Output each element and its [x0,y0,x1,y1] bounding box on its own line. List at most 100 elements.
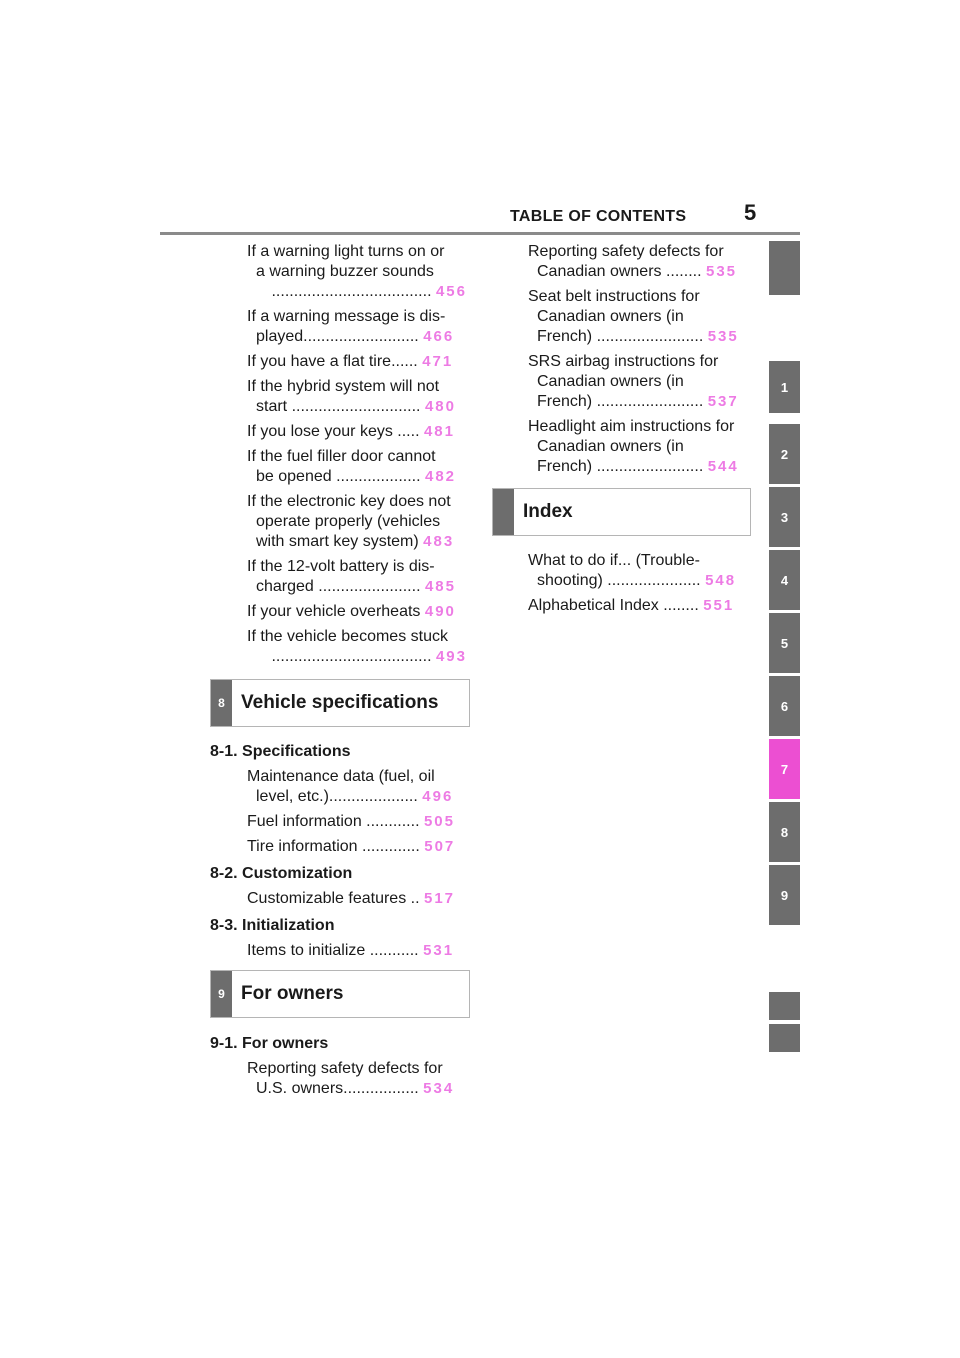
entry-text: French) ........................ [537,458,704,475]
entry-text: Canadian owners ........ [537,263,702,280]
entry-text: U.S. owners................. [256,1080,419,1097]
toc-entry[interactable]: If you have a flat tire...... 471 [247,352,467,372]
toc-entry[interactable]: Alphabetical Index ........ 551 [528,596,750,616]
section-number: 8 [211,680,232,726]
section-number: 9 [211,971,232,1017]
tab-blank-top[interactable] [769,241,800,295]
subsection-heading: 8-3. Initialization [210,917,335,934]
toc-entry[interactable]: Headlight aim instructions for Canadian … [528,417,750,477]
toc-entry[interactable]: If the 12-volt battery is dis- charged .… [247,557,467,597]
page-ref[interactable]: 490 [424,603,456,620]
entry-text: played.......................... [256,328,419,345]
section-title: Vehicle specifications [241,692,439,713]
header-rule [160,232,800,235]
toc-entry[interactable]: What to do if... (Trouble- shooting) ...… [528,551,750,591]
toc-entry[interactable]: Reporting safety defects for Canadian ow… [528,242,750,282]
entry-text: If a warning message is dis- [247,308,446,325]
entry-text: Canadian owners (in [537,373,684,390]
section-header-9: 9 For owners [210,970,470,1018]
toc-entry[interactable]: If the vehicle becomes stuck ...........… [247,627,467,667]
toc-entry[interactable]: If the fuel filler door cannot be opened… [247,447,467,487]
tab-6[interactable]: 6 [769,676,800,736]
section-8-list: 8-1. Specifications Maintenance data (fu… [210,742,468,961]
page-ref[interactable]: 483 [423,533,455,550]
toc-entry[interactable]: If a warning message is dis- played.....… [247,307,467,347]
page-ref[interactable]: 551 [703,597,735,614]
toc-entry[interactable]: If the electronic key does not operate p… [247,492,467,552]
page-ref[interactable]: 535 [705,263,738,280]
toc-entry[interactable]: If the hybrid system will not start ....… [247,377,467,417]
entry-text: If a warning light turns on or [247,243,445,260]
entry-text: If the hybrid system will not [247,378,440,395]
entry-text: If your vehicle overheats [247,603,421,620]
page-ref[interactable]: 471 [422,353,454,370]
tab-5[interactable]: 5 [769,613,800,673]
toc-entry[interactable]: Seat belt instructions for Canadian owne… [528,287,750,347]
chapter-tabs: 1 2 3 4 5 6 7 8 9 [769,0,800,1358]
page-ref[interactable]: 493 [435,648,467,665]
page-ref[interactable]: 456 [435,283,467,300]
entry-text: If the electronic key does not [247,493,451,510]
tab-4[interactable]: 4 [769,550,800,610]
page-ref[interactable]: 537 [707,393,739,410]
leader-dots: .................................... [271,648,432,665]
leader-dots: .................................... [271,283,432,300]
page-ref[interactable]: 482 [425,468,457,485]
entry-text: If the vehicle becomes stuck [247,628,448,645]
toc-entry[interactable]: Fuel information ............ 505 [210,812,468,832]
toc-entry[interactable]: Reporting safety defects for U.S. owners… [210,1059,468,1099]
entry-text: Canadian owners (in [537,308,684,325]
page-ref[interactable]: 544 [707,458,739,475]
entry-text: a warning buzzer sounds [256,263,434,280]
page-ref[interactable]: 534 [423,1080,455,1097]
entry-text: Fuel information ............ [247,813,420,830]
tab-blank-bottom-2[interactable] [769,1024,800,1052]
page-ref[interactable]: 480 [424,398,456,415]
tab-3[interactable]: 3 [769,487,800,547]
page-ref[interactable]: 548 [705,572,737,589]
page-ref[interactable]: 496 [422,788,454,805]
page-ref[interactable]: 517 [423,890,456,907]
page-ref[interactable]: 466 [423,328,455,345]
toc-entry[interactable]: Maintenance data (fuel, oil level, etc.)… [210,767,468,807]
entry-text: If you have a flat tire...... [247,353,418,370]
entry-text: level, etc.).................... [256,788,418,805]
toc-entry[interactable]: Items to initialize ........... 531 [210,941,468,961]
page-ref[interactable]: 505 [423,813,455,830]
toc-entry[interactable]: If a warning light turns on or a warning… [247,242,467,302]
tab-8[interactable]: 8 [769,802,800,862]
toc-entry[interactable]: Tire information ............. 507 [210,837,468,857]
page-ref[interactable]: 481 [423,423,455,440]
entry-text: Reporting safety defects for [247,1060,443,1077]
entry-text: Maintenance data (fuel, oil [247,768,435,785]
page-ref[interactable]: 531 [423,942,455,959]
page-number: 5 [744,200,757,225]
page-ref[interactable]: 507 [424,838,456,855]
entry-text: be opened ................... [256,468,421,485]
entry-text: charged ....................... [256,578,421,595]
page-ref[interactable]: 535 [707,328,739,345]
index-list: What to do if... (Trouble- shooting) ...… [528,551,750,616]
toc-entry[interactable]: Customizable features .. 517 [210,889,468,909]
entry-text: Canadian owners (in [537,438,684,455]
entry-text: If the 12-volt battery is dis- [247,558,435,575]
page-ref[interactable]: 485 [424,578,456,595]
section-header-index: Index [492,488,751,536]
tab-blank-bottom-1[interactable] [769,992,800,1020]
entry-text: If you lose your keys ..... [247,423,420,440]
entry-text: Customizable features .. [247,890,420,907]
subsection-heading: 8-1. Specifications [210,743,351,760]
toc-entry[interactable]: If you lose your keys ..... 481 [247,422,467,442]
tab-7[interactable]: 7 [769,739,800,799]
section-title: Index [523,501,573,522]
entry-text: French) ........................ [537,328,704,345]
toc-entry[interactable]: If your vehicle overheats 490 [247,602,467,622]
tab-1[interactable]: 1 [769,361,800,413]
entry-text: with smart key system) [256,533,419,550]
subsection-heading: 8-2. Customization [210,865,353,882]
tab-2[interactable]: 2 [769,424,800,484]
tab-9[interactable]: 9 [769,865,800,925]
section-title: For owners [241,983,344,1004]
entry-text: Alphabetical Index ........ [528,597,699,614]
toc-entry[interactable]: SRS airbag instructions for Canadian own… [528,352,750,412]
